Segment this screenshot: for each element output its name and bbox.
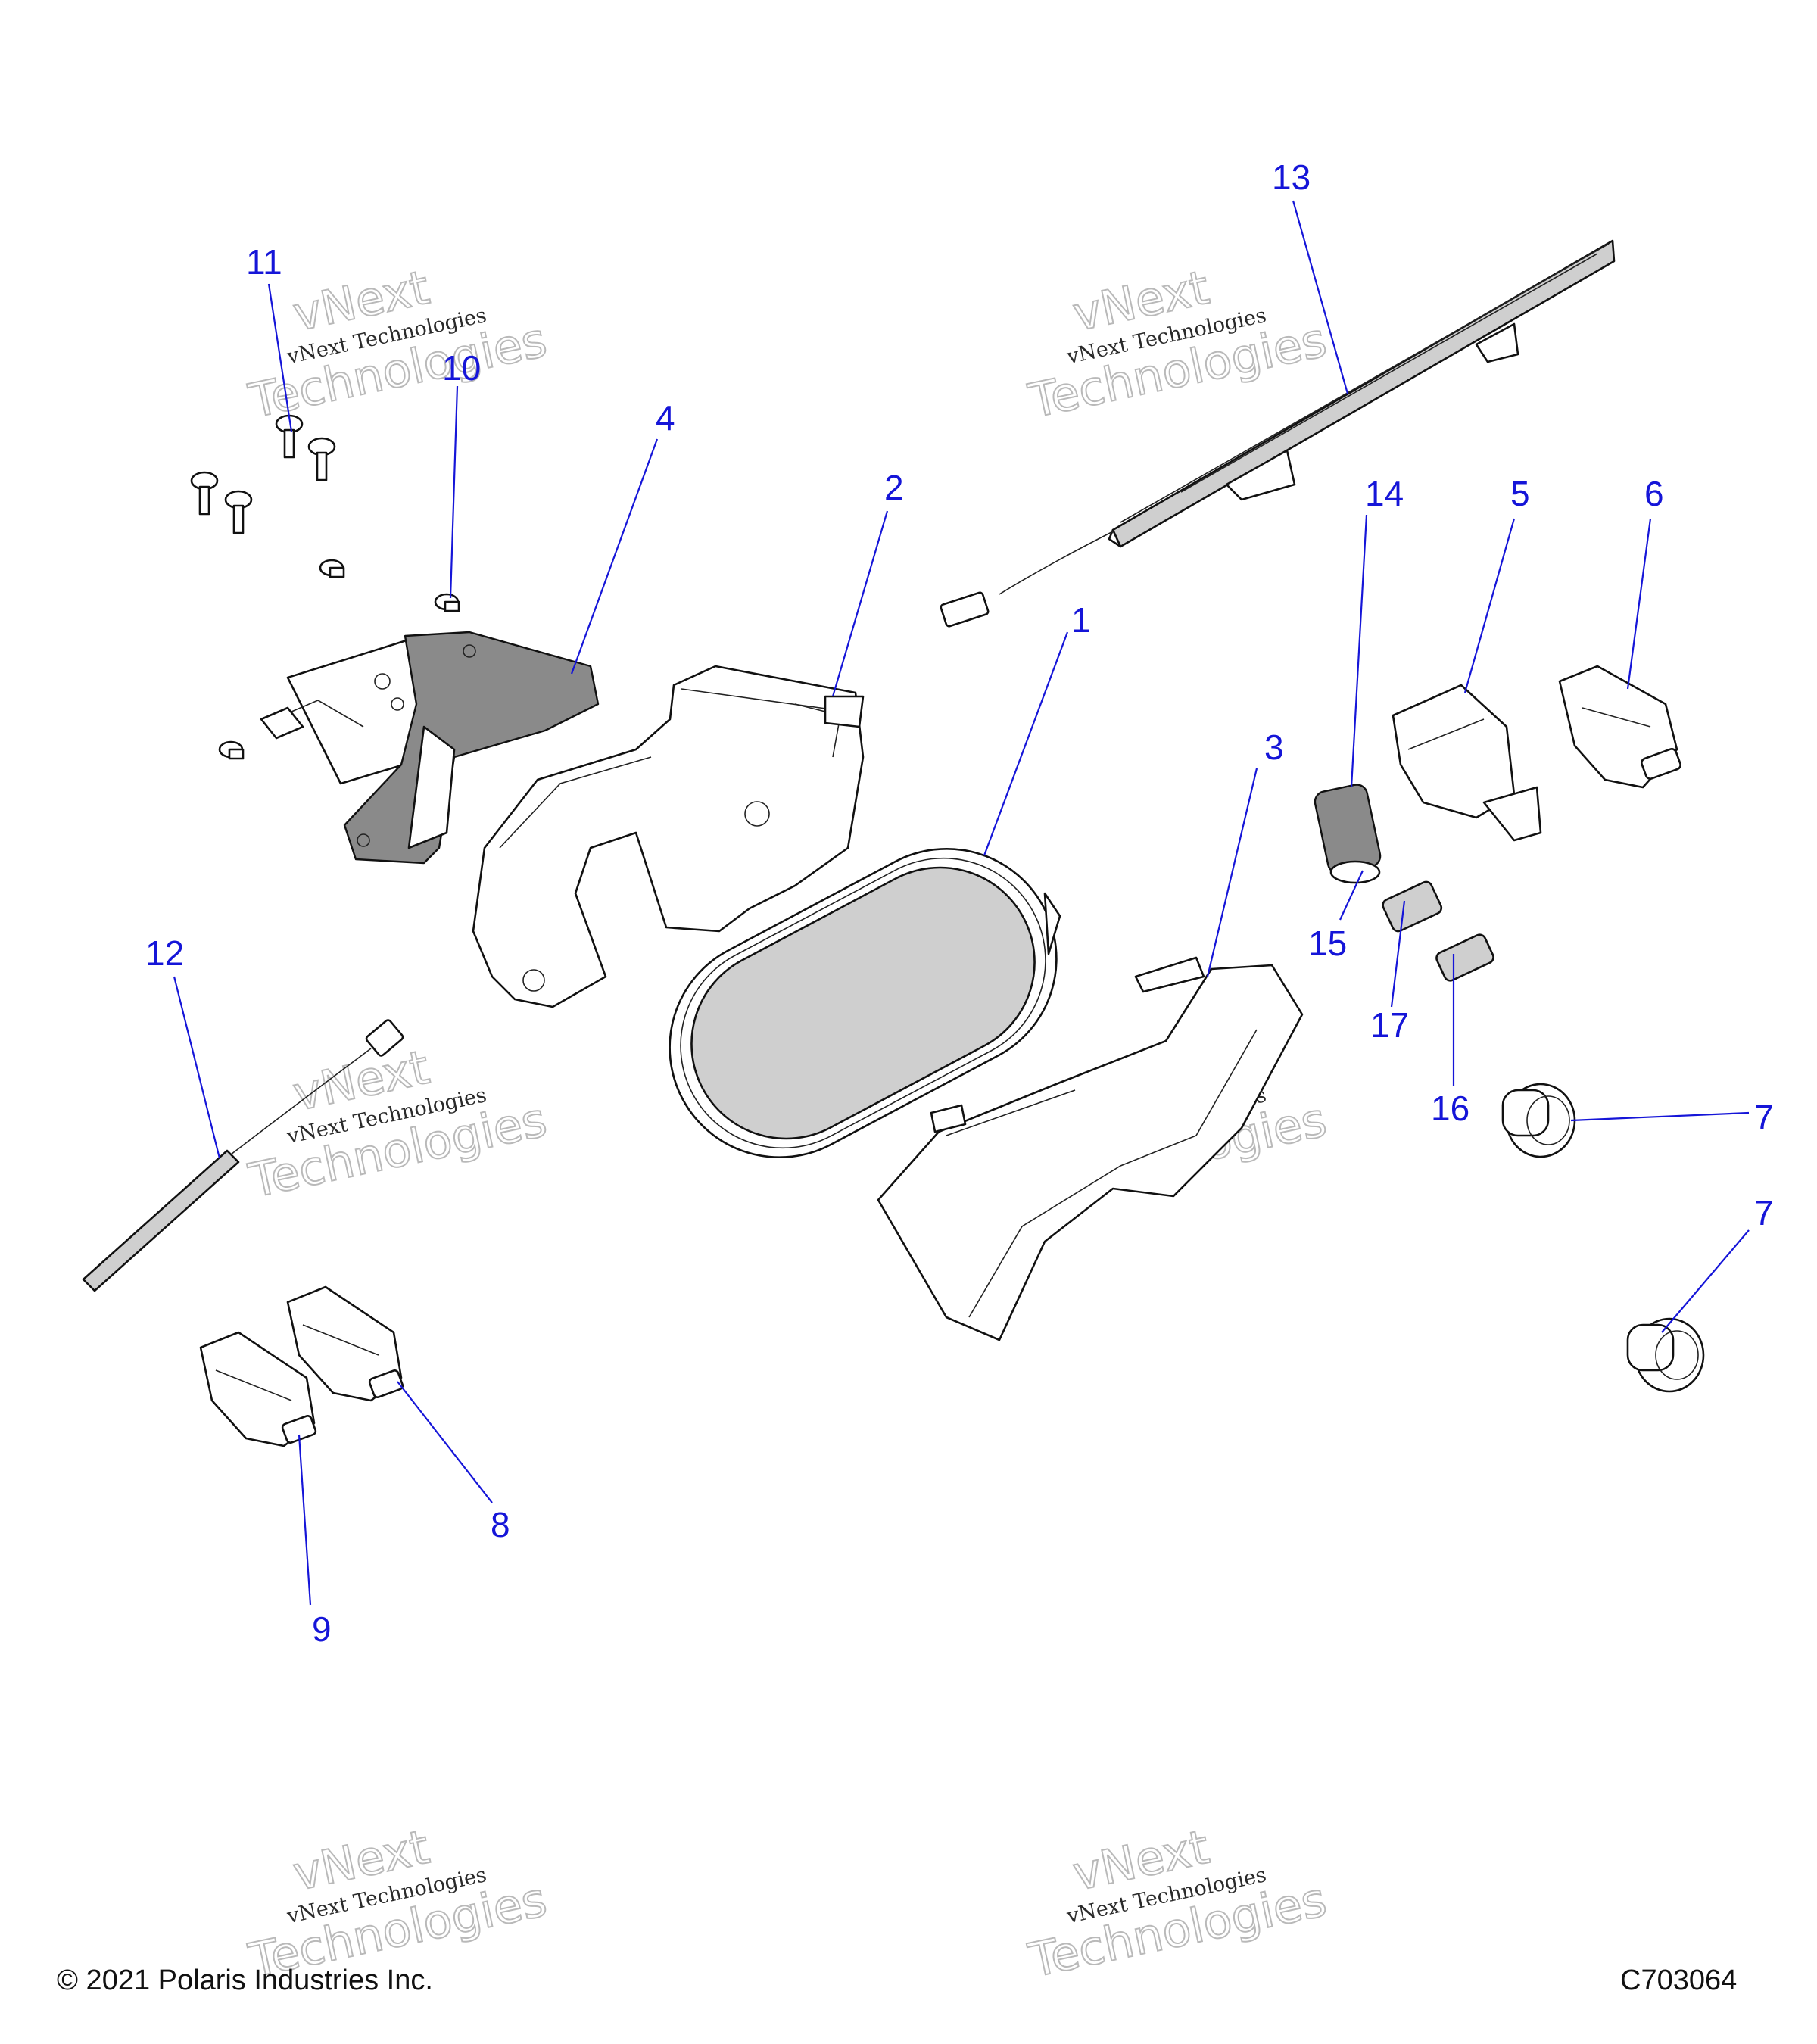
part-3-front-bezel — [877, 956, 1304, 1341]
part-11-bolts — [190, 414, 336, 534]
part-14-switch-barrel — [1314, 784, 1382, 884]
copyright-text: © 2021 Polaris Industries Inc. — [57, 1965, 433, 1996]
callout-7-lower: 7 — [1754, 1193, 1774, 1232]
part-16-switch — [1435, 933, 1494, 982]
part-13-light-bar — [940, 239, 1616, 628]
part-7-socket-lower — [1626, 1317, 1705, 1393]
callout-4: 4 — [656, 398, 675, 438]
part-12-harness — [82, 1019, 404, 1292]
part-4-bracket — [260, 631, 600, 865]
leader-lines — [173, 200, 1750, 1606]
part-6-switch — [1558, 665, 1681, 789]
callout-2: 2 — [884, 468, 904, 507]
callout-labels: 1 2 3 4 5 6 7 7 8 9 11 10 12 13 14 15 16… — [145, 157, 1774, 1649]
callout-11: 11 — [246, 242, 282, 282]
callout-14: 14 — [1365, 474, 1404, 513]
callout-6: 6 — [1644, 474, 1664, 513]
callout-3: 3 — [1264, 728, 1284, 767]
part-5-ignition-switch — [1392, 684, 1542, 842]
callout-13: 13 — [1272, 157, 1311, 197]
part-1-instrument-cluster — [669, 848, 1061, 1158]
part-10-screws — [218, 559, 460, 760]
watermark: vNext vNext Technologies Technologies — [243, 1818, 552, 1989]
callout-15: 15 — [1308, 924, 1347, 963]
watermark: vNext vNext Technologies Technologies — [1023, 1818, 1332, 1989]
callout-10: 10 — [442, 348, 481, 388]
callout-16: 16 — [1431, 1089, 1469, 1128]
callout-5: 5 — [1510, 474, 1530, 513]
callout-9: 9 — [312, 1609, 332, 1649]
part-8-switch — [286, 1285, 404, 1402]
callout-12: 12 — [145, 933, 184, 973]
part-2-rear-housing — [472, 665, 865, 1008]
callout-1: 1 — [1071, 600, 1091, 640]
diagram-code: C703064 — [1620, 1965, 1737, 1996]
callout-17: 17 — [1370, 1005, 1409, 1045]
part-7-socket-upper — [1501, 1083, 1576, 1158]
callout-7-upper: 7 — [1754, 1098, 1774, 1137]
watermark: vNext vNext Technologies Technologies — [1023, 259, 1332, 430]
callout-8: 8 — [491, 1505, 510, 1544]
part-17-switch — [1382, 880, 1443, 933]
